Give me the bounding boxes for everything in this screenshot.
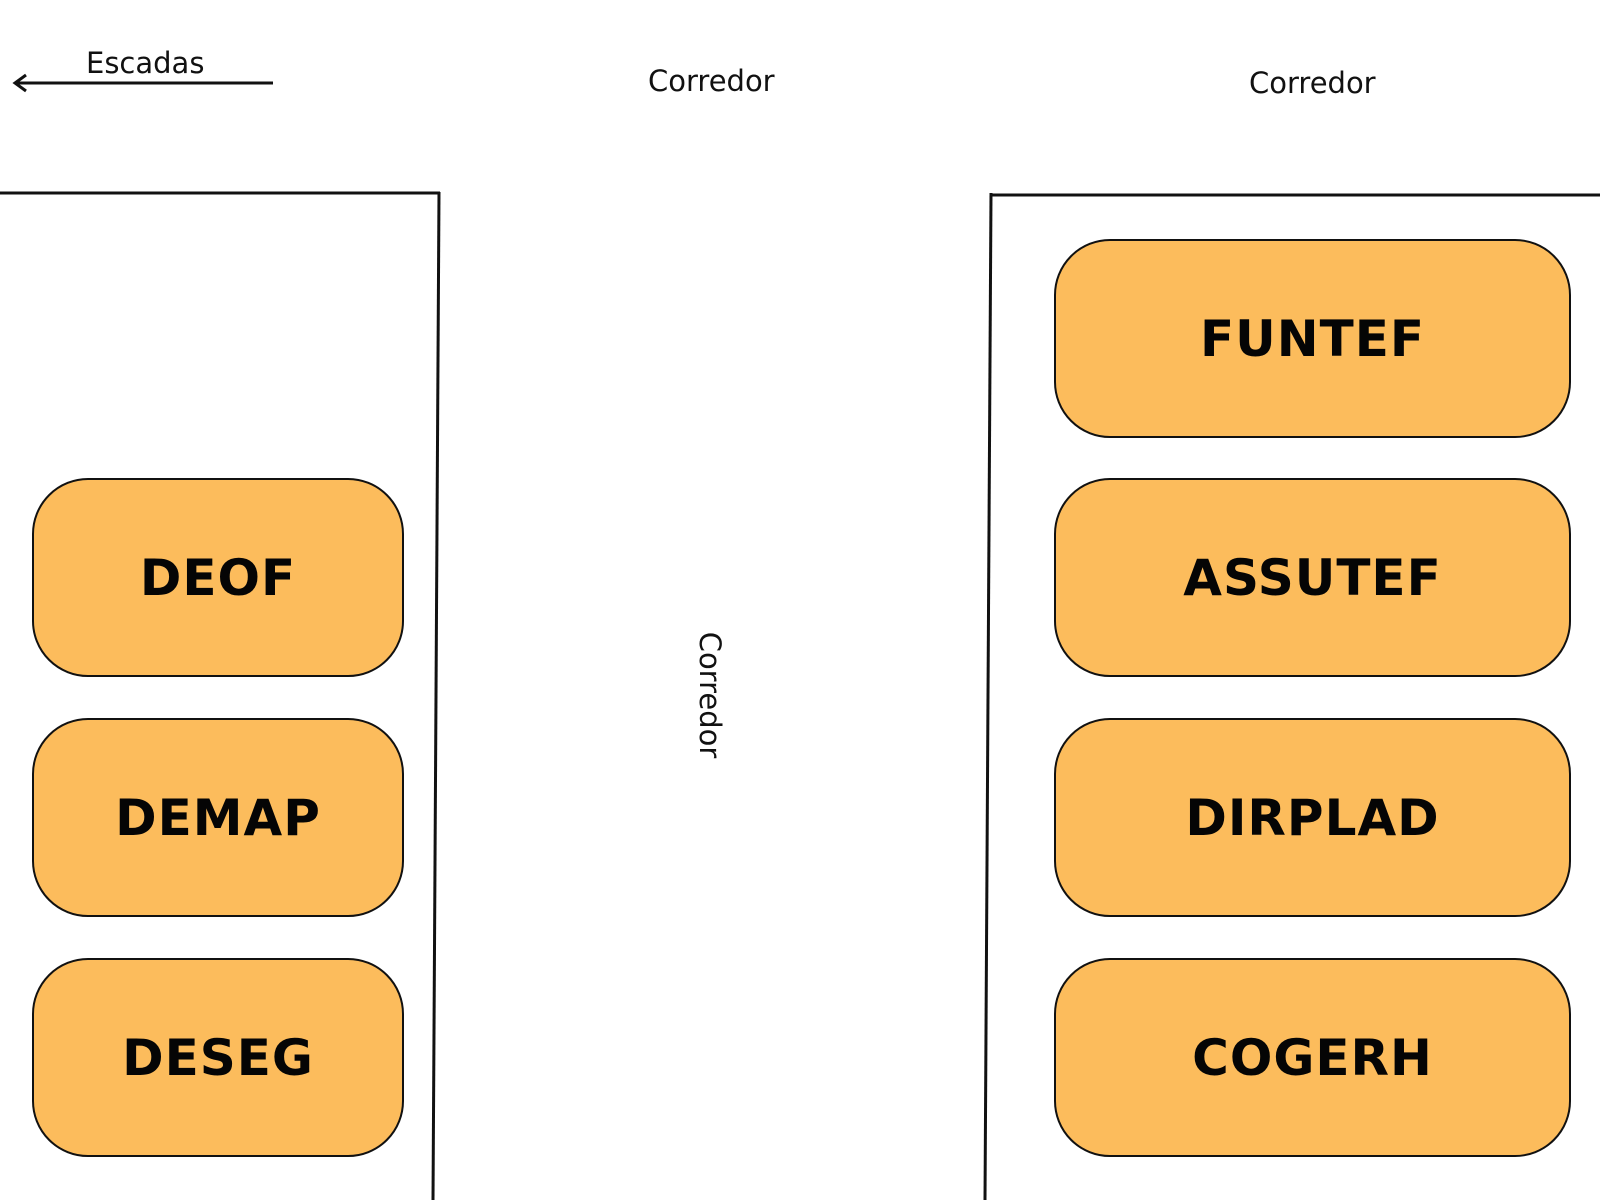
room-label: DEMAP	[115, 788, 321, 847]
corridor-label-top-right: Corredor	[1249, 66, 1376, 100]
room-label: ASSUTEF	[1183, 548, 1442, 607]
room-deof: DEOF	[32, 478, 404, 677]
room-cogerh: COGERH	[1054, 958, 1571, 1157]
room-assutef: ASSUTEF	[1054, 478, 1571, 677]
room-dirplad: DIRPLAD	[1054, 718, 1571, 917]
corridor-label-vertical: Corredor	[693, 631, 727, 759]
room-funtef: FUNTEF	[1054, 239, 1571, 438]
room-deseg: DESEG	[32, 958, 404, 1157]
stairs-label: Escadas	[86, 46, 205, 80]
room-demap: DEMAP	[32, 718, 404, 917]
corridor-label-top-center: Corredor	[648, 64, 775, 98]
room-label: COGERH	[1192, 1028, 1433, 1087]
room-label: DESEG	[122, 1028, 314, 1087]
room-label: FUNTEF	[1199, 309, 1426, 368]
room-label: DIRPLAD	[1185, 788, 1440, 847]
room-label: DEOF	[139, 548, 297, 607]
left-wall	[0, 191, 441, 1200]
right-wall	[983, 192, 1600, 1200]
stairs-arrow	[12, 73, 273, 93]
